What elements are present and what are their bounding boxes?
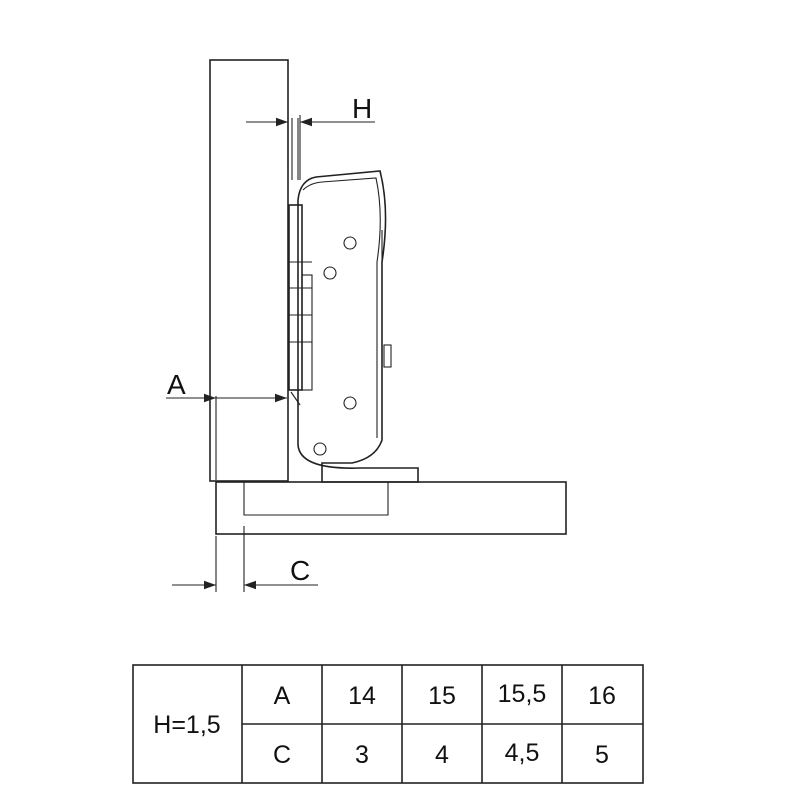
- row-a-value-2: 15: [428, 682, 456, 710]
- row-c-value-4: 5: [595, 741, 609, 769]
- row-c-label: C: [273, 741, 291, 769]
- rivet-1: [343, 236, 357, 250]
- dimension-h: H: [246, 93, 375, 180]
- rivet-2: [323, 266, 337, 280]
- row-c-value-3: 4,5: [505, 739, 540, 767]
- side-panel: [209, 59, 289, 482]
- row-a-label: A: [274, 682, 291, 710]
- dimension-h-label: H: [352, 93, 372, 124]
- rivet-4: [313, 442, 327, 456]
- hinge-arm: [297, 170, 419, 483]
- table-header-cell: H=1,5: [153, 711, 220, 739]
- dimension-a-label: A: [167, 369, 186, 400]
- dimension-c-label: C: [290, 555, 310, 586]
- mounting-plate: [288, 118, 313, 406]
- cup-recess: [243, 482, 389, 516]
- dimension-a: A: [166, 369, 287, 480]
- rivet-3: [343, 396, 357, 410]
- row-a-value-4: 16: [588, 682, 616, 710]
- row-a-value-3: 15,5: [498, 680, 547, 708]
- spec-table: H=1,5 A 14 15 15,5 16 C 3 4 4,5 5: [132, 664, 644, 784]
- row-c-value-2: 4: [435, 741, 449, 769]
- row-a-value-1: 14: [348, 682, 376, 710]
- dimension-c: C: [172, 526, 318, 592]
- door-panel: [215, 481, 567, 535]
- row-c-value-1: 3: [355, 741, 369, 769]
